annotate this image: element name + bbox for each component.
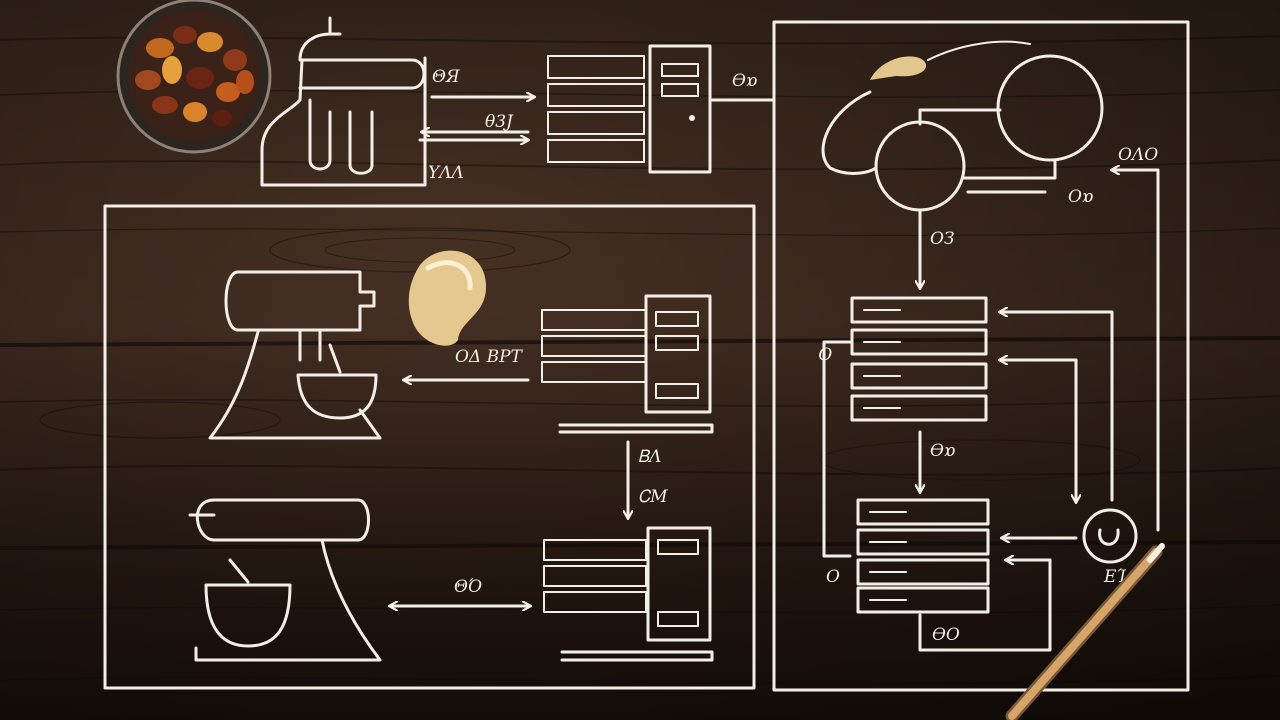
stand-mixer-icon-2 bbox=[188, 498, 382, 662]
label-right-d: ϴΟ bbox=[932, 625, 960, 645]
layer-stack-1 bbox=[850, 296, 988, 422]
mixer-icon-top bbox=[260, 16, 427, 187]
dough-blob bbox=[408, 250, 487, 346]
label-mid-c: ᏟМ bbox=[638, 487, 668, 507]
dried-fruit-bowl bbox=[116, 0, 272, 154]
server-rack-bottom bbox=[543, 526, 714, 662]
loop-bottom bbox=[918, 558, 1052, 652]
label-right-e: ΟΛΟ bbox=[1118, 145, 1158, 165]
piping-bag-icon bbox=[821, 40, 1031, 175]
pencil bbox=[1005, 543, 1165, 720]
bracket-left bbox=[822, 340, 852, 558]
label-right-c: ϴɒ bbox=[930, 441, 956, 461]
label-mid-d: ΘΌ bbox=[454, 577, 482, 597]
feedback-arrow-mid-1 bbox=[1000, 312, 1114, 502]
dried-fruit bbox=[135, 26, 254, 126]
label-right-h: ΕΊ bbox=[1103, 567, 1126, 587]
label-right-b: Οɒ bbox=[1068, 187, 1094, 207]
bowl-connectors bbox=[918, 108, 1057, 194]
layer-stack-2 bbox=[856, 498, 990, 614]
whisk-gear-icon bbox=[1082, 508, 1138, 564]
label-right-f: Ϙ bbox=[818, 345, 832, 365]
label-right-g: Ο bbox=[826, 567, 840, 587]
feedback-arrow-top bbox=[1112, 170, 1160, 532]
server-rack-top bbox=[547, 44, 712, 174]
right-panel-frame bbox=[772, 20, 1190, 692]
label-mid-b: ᏴΛ bbox=[638, 447, 661, 467]
label-top-b: θ3J bbox=[485, 112, 514, 132]
label-top-d: ϴɒ bbox=[732, 71, 758, 91]
label-top-c: ΥΛΛ bbox=[428, 163, 464, 183]
label-right-a: ΟЗ bbox=[930, 229, 955, 249]
whisk-gear-inner bbox=[1098, 528, 1120, 546]
label-mid-a: ΟΔ ΒΡΤ bbox=[455, 347, 524, 367]
stand-mixer-icon-1 bbox=[208, 270, 382, 440]
mixing-bowl-large bbox=[996, 54, 1104, 162]
label-top-a: ΘЯ bbox=[432, 67, 460, 87]
server-rack-mid bbox=[541, 294, 714, 434]
left-panel-frame bbox=[103, 204, 756, 690]
